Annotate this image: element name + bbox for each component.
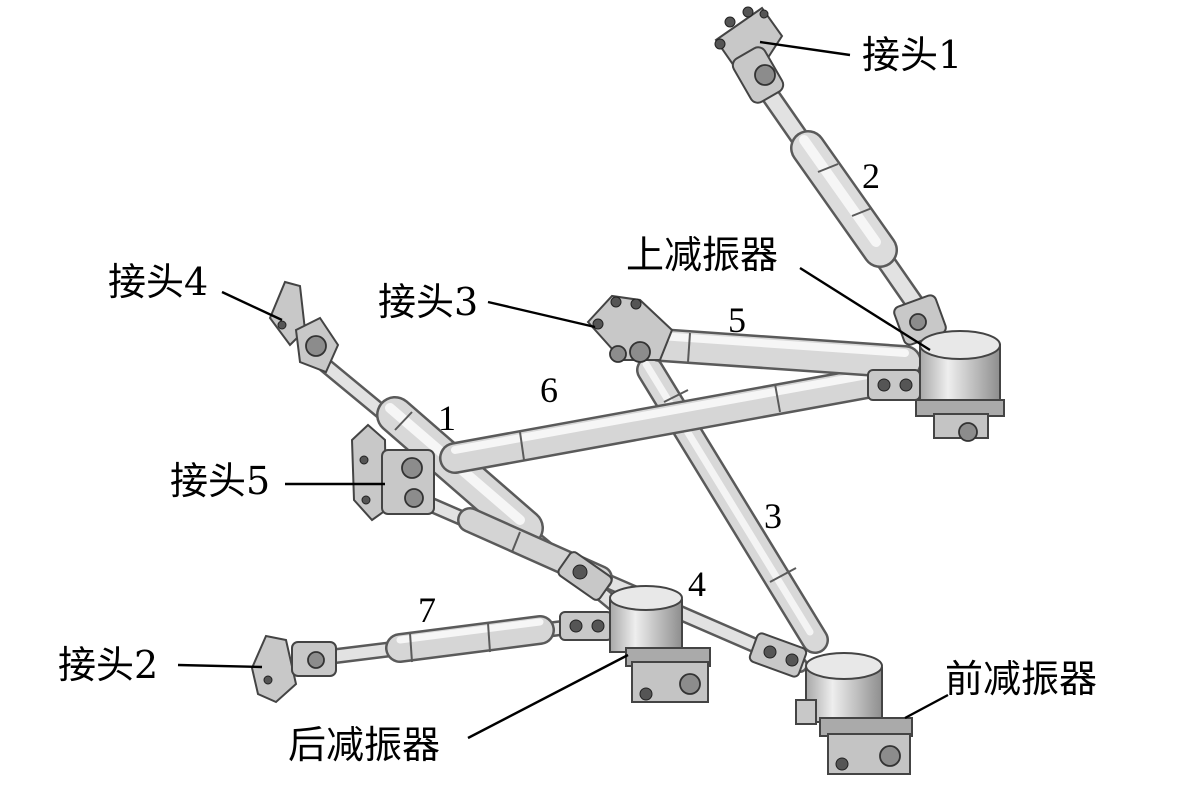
strut-5 [643, 328, 922, 379]
label-front-damper: 前减振器 [945, 657, 1097, 701]
label-joint-3: 接头3 [378, 280, 478, 324]
leader-upper-damper [799, 266, 931, 352]
strut-2 [760, 85, 935, 328]
joint-3-bracket [586, 294, 674, 363]
joint-4-bracket [268, 280, 340, 374]
strut-number-3: 3 [764, 496, 782, 536]
joint-2-bracket [250, 634, 337, 704]
front-damper [748, 632, 913, 775]
label-joint-2: 接头2 [58, 643, 158, 687]
strut-number-2: 2 [862, 156, 880, 196]
label-joint-4: 接头4 [108, 260, 208, 304]
joint-1-bracket [714, 6, 785, 104]
leader-joint-4 [221, 290, 283, 322]
leader-rear-damper [467, 653, 629, 740]
label-joint-5: 接头5 [170, 459, 270, 503]
leader-joint-1 [759, 40, 851, 57]
strut-number-6: 6 [540, 370, 558, 410]
strut-6 [439, 362, 911, 474]
strut-number-5: 5 [728, 300, 746, 340]
rear-damper [557, 551, 711, 703]
strut-number-4: 4 [688, 564, 706, 604]
upper-damper [867, 294, 1005, 442]
label-rear-damper: 后减振器 [288, 723, 440, 767]
label-joint-1: 接头1 [862, 33, 962, 77]
leader-joint-3 [487, 300, 596, 329]
strut-number-1: 1 [438, 398, 456, 438]
leader-front-damper [904, 693, 949, 720]
joint-5-bracket [350, 423, 435, 522]
label-upper-damper: 上减振器 [626, 233, 778, 277]
strut-number-7: 7 [418, 590, 436, 630]
leader-joint-2 [177, 663, 263, 669]
